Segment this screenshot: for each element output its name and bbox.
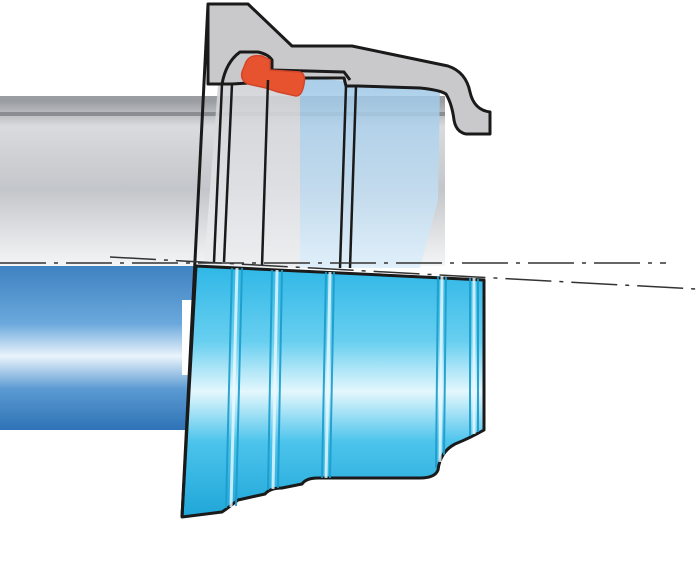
spigot-pipe-lower (0, 266, 200, 430)
spigot-lines (212, 79, 358, 269)
gasket-seal-icon (240, 54, 306, 97)
socket-cross-section (180, 2, 492, 518)
dash-dot-axis-icon (0, 256, 696, 290)
bell-rib-highlights (229, 267, 476, 508)
bell-ribs (225, 267, 479, 509)
socket-bell-exterior (180, 264, 486, 519)
socket-lining (204, 78, 440, 268)
